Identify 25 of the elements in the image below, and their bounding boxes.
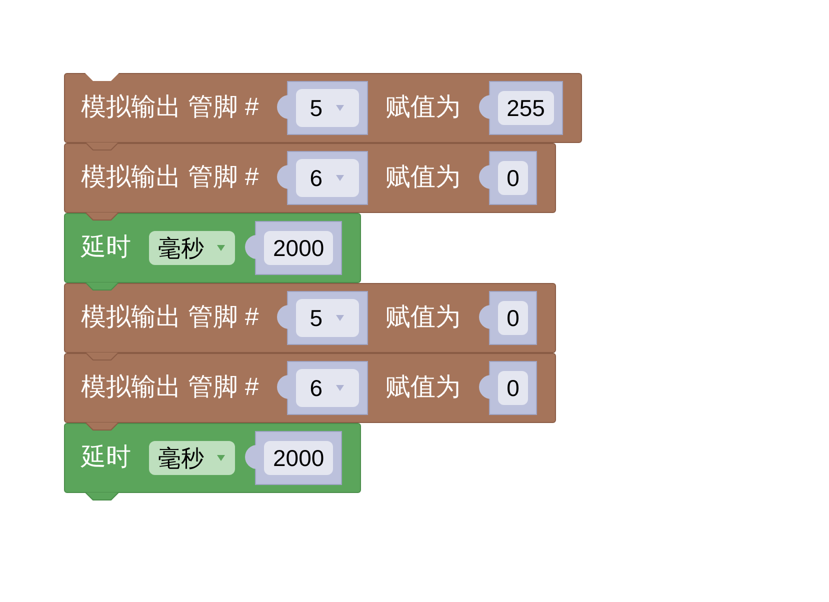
pin-dropdown: 5 [296,299,359,337]
number-field: 255 [498,91,554,125]
value-slot [478,151,538,205]
number-field: 0 [498,301,528,335]
value-slot [478,291,538,345]
block-label: 赋值为 [386,372,461,404]
block-label: 赋值为 [386,162,461,194]
number-field: 0 [498,161,528,195]
value-slot [478,361,538,415]
unit-dropdown: 毫秒 [149,231,235,265]
unit-dropdown: 毫秒 [149,441,235,475]
block-label: 延时 [81,232,131,264]
block-label: 延时 [81,442,131,474]
block-label: 模拟输出 管脚 # [81,92,259,124]
block-label: 赋值为 [386,302,461,334]
block-label: 赋值为 [386,92,461,124]
block-label: 模拟输出 管脚 # [81,302,259,334]
pin-dropdown: 5 [296,89,359,127]
pin-dropdown: 6 [296,369,359,407]
number-field: 2000 [264,441,334,475]
number-field: 0 [498,371,528,405]
pin-dropdown: 6 [296,159,359,197]
block-label: 模拟输出 管脚 # [81,372,259,404]
block-label: 模拟输出 管脚 # [81,162,259,194]
number-field: 2000 [264,231,334,265]
